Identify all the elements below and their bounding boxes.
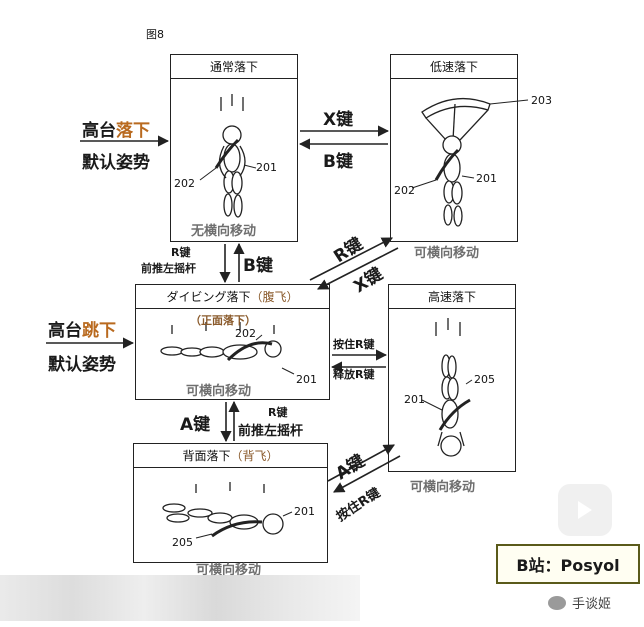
slow-fall-title: 低速落下 [391, 55, 517, 79]
label-r-key-left: R键 [171, 246, 191, 259]
ref-201-normal: 201 [256, 161, 277, 174]
arrow-fast-to-back [333, 455, 401, 493]
label-b-key-mid: B键 [243, 256, 273, 276]
ref-201-back: 201 [294, 505, 315, 518]
ref-203-slow: 203 [531, 94, 552, 107]
watermark-account-name: 手谈姬 [572, 597, 612, 612]
video-play-icon [558, 484, 612, 536]
label-push-stick-1: 前推左摇杆 [141, 262, 196, 275]
wechat-icon [548, 595, 566, 610]
figure-normal-fall [214, 94, 246, 218]
ref-201-slow: 201 [476, 172, 497, 185]
diving-fall-box: ダイビング落下（腹飞） [135, 284, 330, 400]
figure-back-fall [162, 482, 284, 538]
ref-201-diving: 201 [296, 373, 317, 386]
arrow-back-to-fast [327, 444, 395, 482]
back-motion-label: 可横向移动 [196, 563, 262, 578]
ref-205-fast: 205 [474, 373, 495, 386]
label-r-key-mid: R键 [268, 406, 288, 419]
slow-motion-label: 可横向移动 [414, 246, 480, 261]
diving-fall-title-paren: （腹飞） [250, 290, 299, 304]
entry-bottom-prefix: 高台 [48, 321, 82, 341]
fast-fall-title: 高速落下 [389, 285, 515, 309]
blurred-strip [0, 575, 360, 621]
watermark-account: 手谈姬 [548, 593, 611, 612]
ref-201-fast: 201 [404, 393, 425, 406]
entry-top-label: 高台落下 [82, 116, 150, 141]
normal-fall-title: 通常落下 [171, 55, 297, 79]
diving-sub-label: （正面落下） [190, 314, 256, 327]
ref-202-slow: 202 [394, 184, 415, 197]
label-a-key-mid: A键 [180, 415, 211, 435]
watermark-site: B站：Posyol [516, 556, 620, 575]
label-hold-r: 按住R键 [333, 338, 375, 351]
entry-top-sub: 默认姿势 [82, 153, 150, 173]
figure-label: 图8 [146, 28, 164, 41]
label-release-r: 释放R键 [333, 368, 375, 381]
back-fall-title: 背面落下（背飞） [134, 444, 327, 468]
ref-202-diving: 202 [235, 327, 256, 340]
diving-fall-title-main: ダイビング落下 [166, 290, 251, 304]
diving-fall-title: ダイビング落下（腹飞） [136, 285, 329, 309]
entry-bottom-highlight: 跳下 [82, 321, 116, 341]
ref-202-normal: 202 [174, 177, 195, 190]
figure-slow-fall [421, 98, 491, 227]
entry-top-highlight: 落下 [116, 121, 150, 141]
label-b-key-top: B键 [323, 152, 353, 172]
entry-top-prefix: 高台 [82, 121, 116, 141]
figure-diving-fall [160, 322, 282, 362]
normal-motion-label: 无横向移动 [191, 224, 257, 239]
entry-bottom-sub: 默认姿势 [48, 355, 116, 375]
back-fall-box: 背面落下（背飞） [133, 443, 328, 563]
fast-motion-label: 可横向移动 [410, 480, 476, 495]
arrow-slow-to-diving [317, 247, 399, 290]
diving-motion-label: 可横向移动 [186, 384, 252, 399]
entry-bottom-label: 高台跳下 [48, 316, 116, 341]
figure-fast-fall [435, 318, 471, 457]
ref-205-back: 205 [172, 536, 193, 549]
back-fall-title-main: 背面落下 [182, 449, 231, 463]
label-push-stick-2: 前推左摇杆 [238, 424, 304, 439]
label-x-key-top: X键 [323, 110, 354, 130]
back-fall-title-paren: （背飞） [230, 449, 279, 463]
watermark-box: B站：Posyol [496, 544, 640, 584]
arrow-diving-to-slow [309, 237, 393, 281]
